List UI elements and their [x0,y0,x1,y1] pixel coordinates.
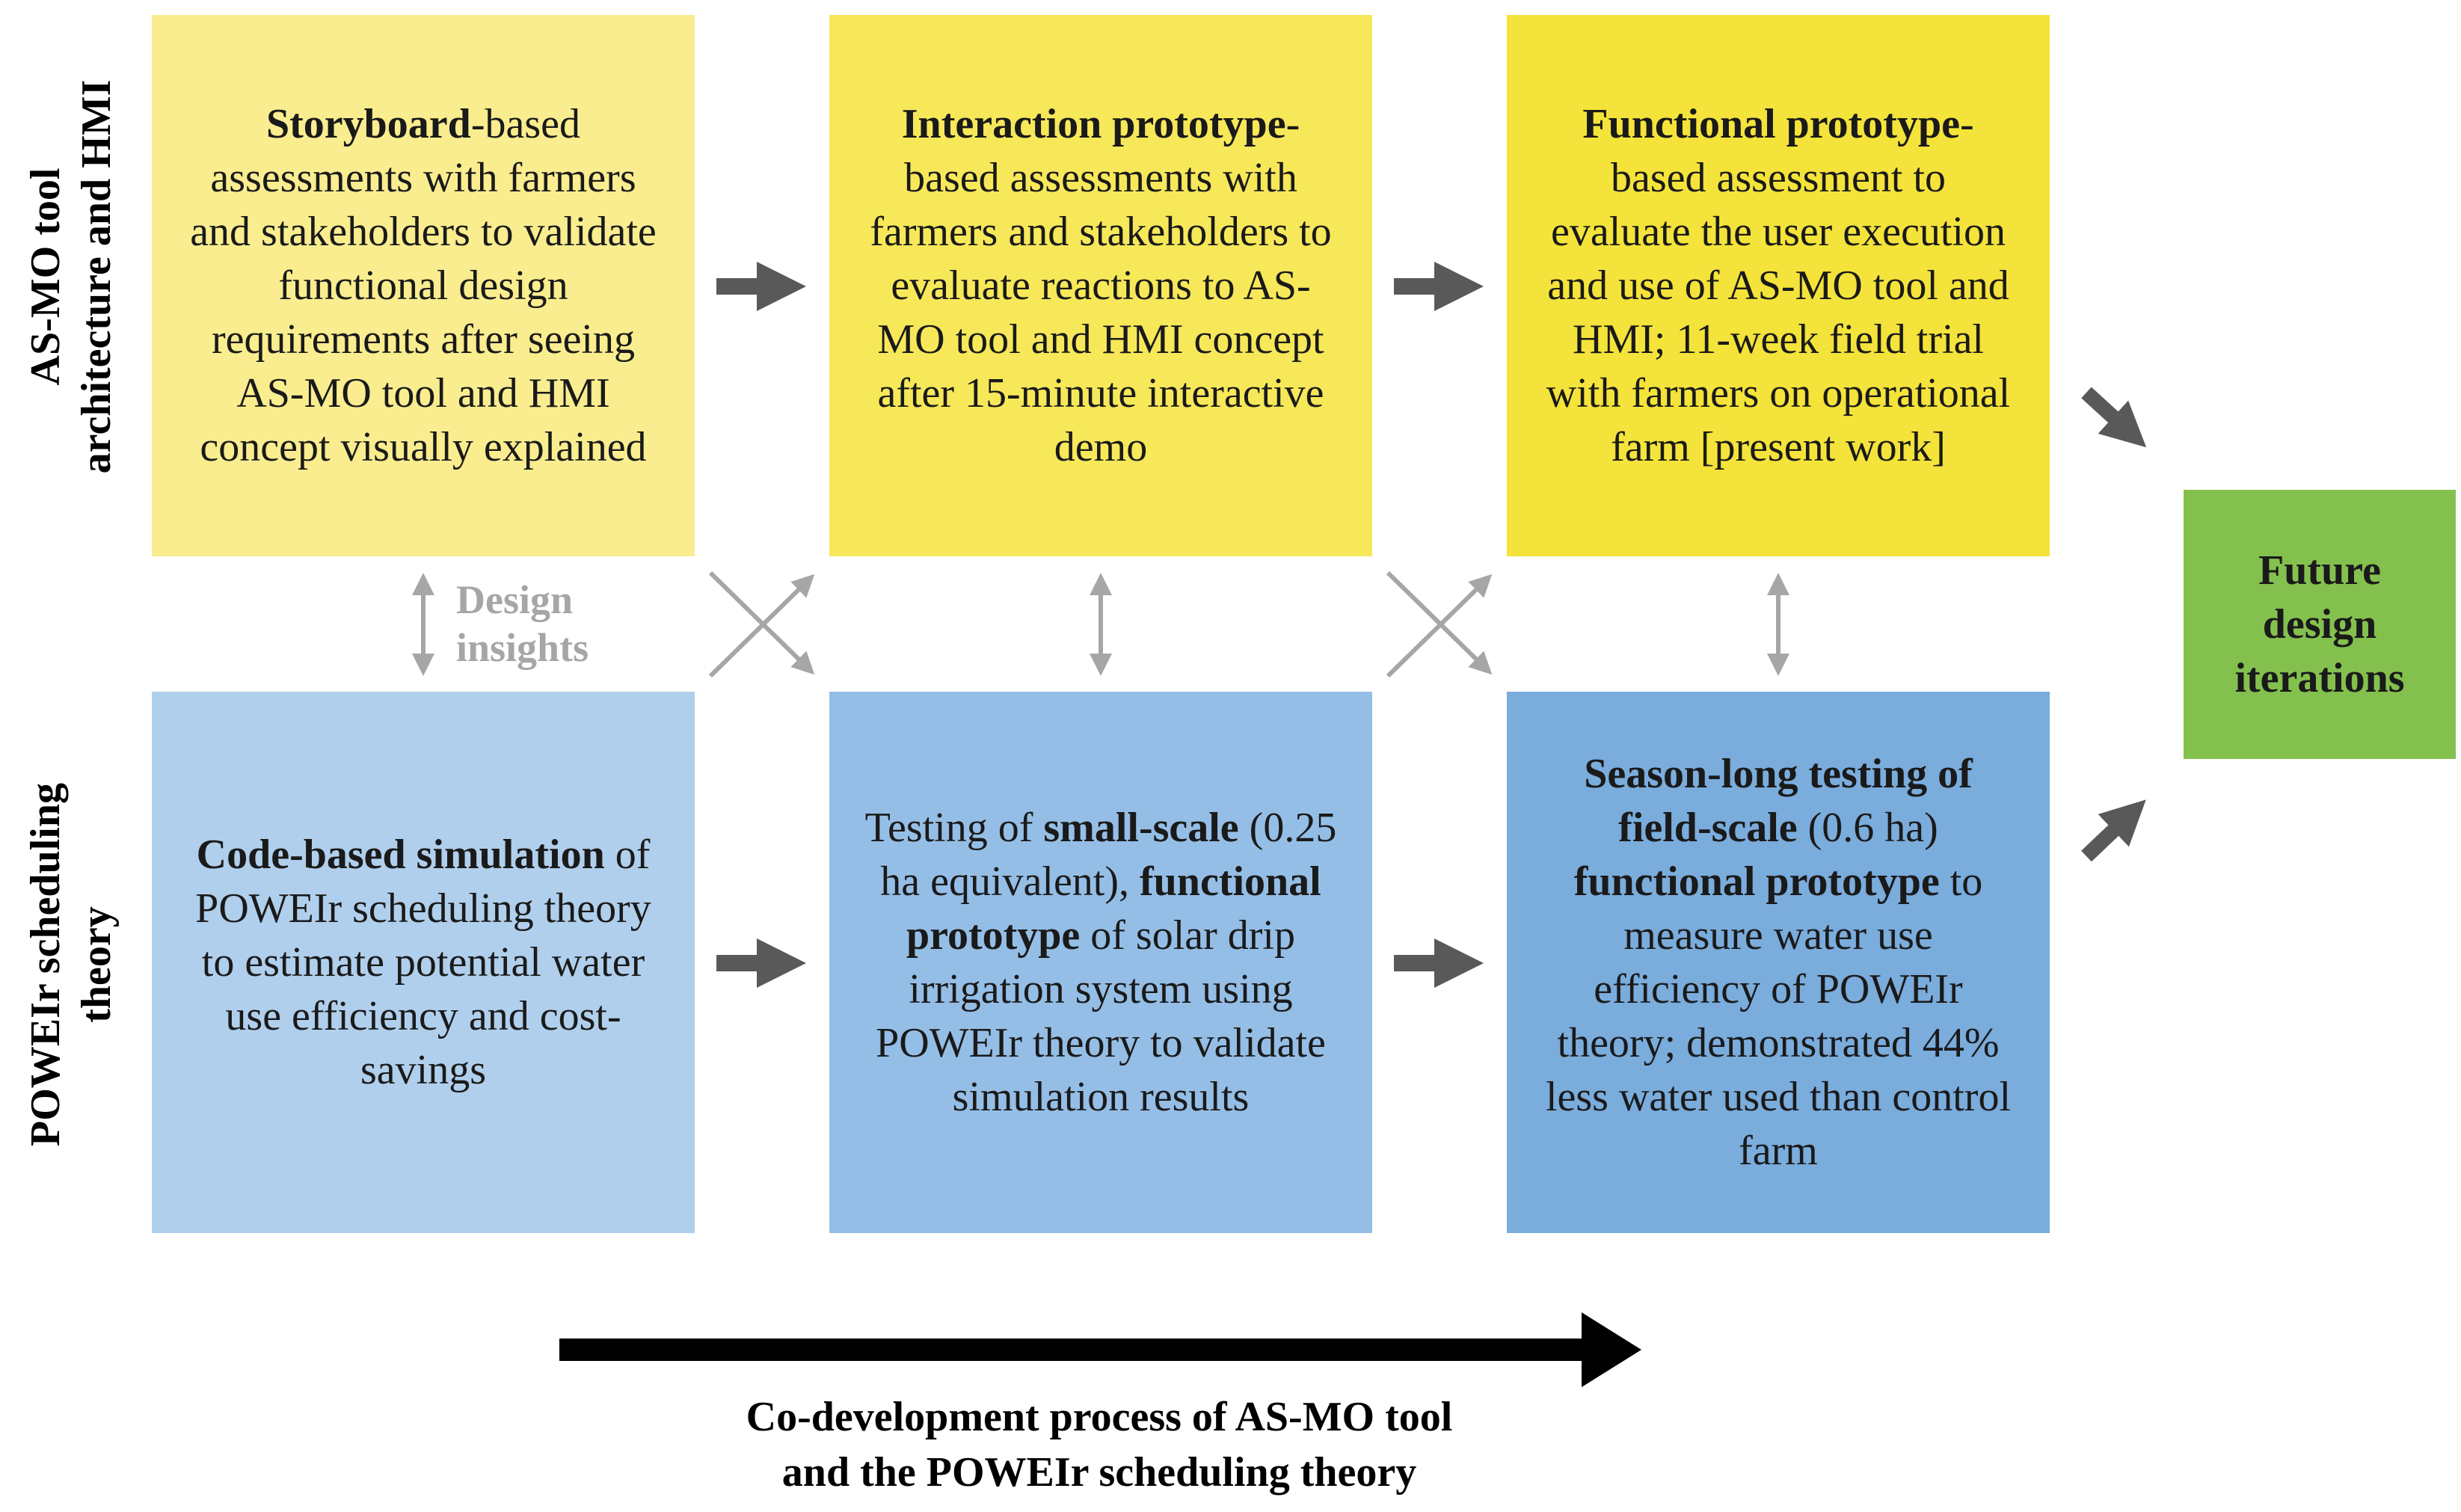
bold-text-run: Interaction prototype [901,101,1286,147]
interaction-prototype-box: Interaction prototype-based assessments … [829,15,1372,556]
text-run: (0.6 ha) [1797,805,1938,851]
arrow-season-long-to-future [2081,799,2146,862]
text-run: Testing of [864,805,1044,851]
functional-prototype-box: Functional prototype-based assessment to… [1507,15,2050,556]
cross-arrow-2a [1386,574,1493,678]
cross-arrow-2b [1386,571,1493,675]
future-iterations-box: Future design iterations [2184,490,2456,759]
box-text: Functional prototype-based assessment to… [1537,97,2020,474]
text-run: (0.25 ha equivalent), [880,805,1337,905]
box-text: Future design iterations [2206,544,2433,705]
process-caption: Co-development process of AS-MO tool and… [746,1394,1453,1496]
arrow-functional-to-future [2081,387,2147,448]
storyboard-box: Storyboard-based assessments with farmer… [152,15,695,556]
box-text: Storyboard-based assessments with farmer… [182,97,665,474]
text-run: -based assessments with farmers and stak… [190,101,657,470]
box-text: Season-long testing of field-scale (0.6 … [1537,747,2020,1178]
text-run: -based assessment to evaluate the user e… [1546,101,2011,470]
bold-text-run: functional prototype [906,858,1321,959]
timeline-arrow-head [1582,1312,1641,1387]
bold-text-run: small-scale [1043,805,1239,851]
timeline-arrow-shaft [559,1339,1591,1361]
bold-text-run: Future design iterations [2234,547,2405,701]
small-scale-testing-box: Testing of small-scale (0.25 ha equivale… [829,692,1372,1233]
season-long-testing-box: Season-long testing of field-scale (0.6 … [1507,692,2050,1233]
box-text: Testing of small-scale (0.25 ha equivale… [859,801,1342,1124]
bold-text-run: functional prototype [1573,858,1940,905]
box-text: Interaction prototype-based assessments … [859,97,1342,474]
design-insights-label: Design insights [456,577,589,670]
cross-arrow-1b [708,571,815,675]
text-run: of POWEIr scheduling theory to estimate … [195,832,651,1093]
text-run: -based assessments with farmers and stak… [870,101,1332,470]
text-run: to measure water use efficiency of POWEI… [1545,858,2012,1174]
cross-arrow-1a [708,574,815,678]
code-simulation-box: Code-based simulation of POWEIr scheduli… [152,692,695,1233]
bold-text-run: Functional prototype [1582,101,1960,147]
bold-text-run: Code-based simulation [196,832,605,878]
bold-text-run: Season-long testing of field-scale [1584,751,1973,851]
box-text: Code-based simulation of POWEIr scheduli… [182,828,665,1097]
bold-text-run: Storyboard [266,101,471,147]
text-run: of solar drip irrigation system using PO… [876,912,1326,1120]
